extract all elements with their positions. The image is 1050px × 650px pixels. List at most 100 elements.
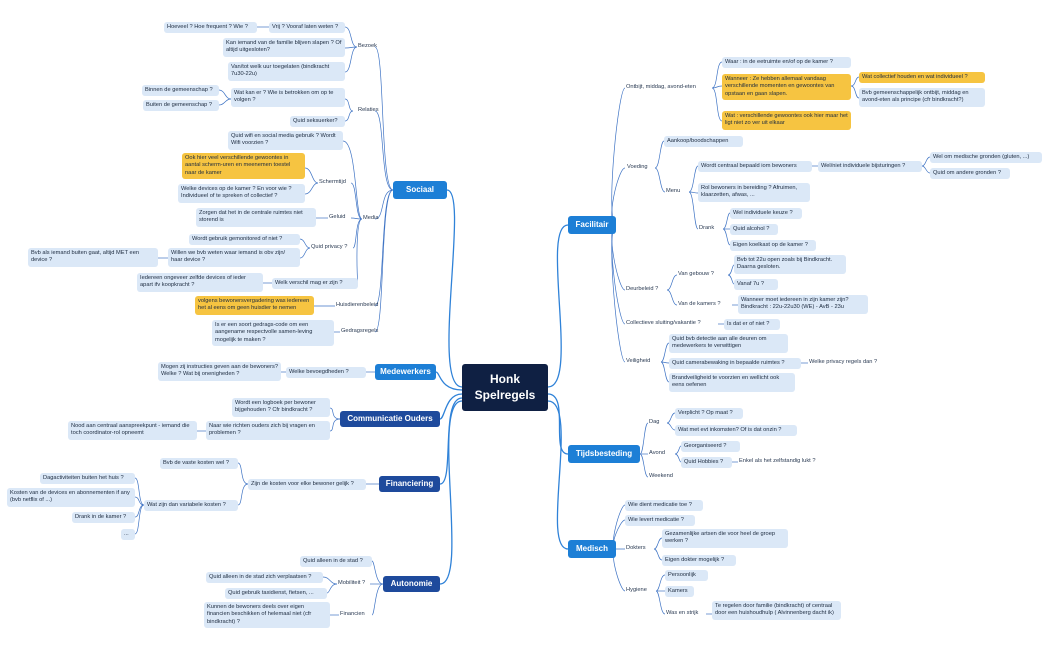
- node-privacy[interactable]: Quid privacy ?: [311, 244, 348, 250]
- node-schermtijd[interactable]: Schermtijd: [319, 179, 346, 185]
- node-gedragsregels[interactable]: Gedragsregels: [341, 328, 379, 334]
- node-camera[interactable]: Quid camerabewaking in bepaalde ruimtes …: [669, 358, 801, 370]
- branch-medewerkers[interactable]: Medewerkers: [375, 364, 436, 380]
- node-mobiliteit[interactable]: Mobiliteit ?: [338, 580, 366, 586]
- branch-financiering[interactable]: Financiering: [379, 476, 440, 492]
- node-vaste[interactable]: Bvb de vaste kosten wel ?: [160, 458, 238, 470]
- node-alcohol[interactable]: Quid alcohol ?: [730, 224, 778, 236]
- node-familie[interactable]: Kan iemand van de familie blijven slapen…: [223, 38, 345, 57]
- node-vantot[interactable]: Van/tot welk uur toegelaten (bindkracht …: [228, 62, 345, 81]
- node-financien[interactable]: Financien: [340, 611, 365, 617]
- node-toe[interactable]: Wie dient medicatie toe ?: [625, 500, 703, 512]
- node-voeding[interactable]: Voeding: [627, 164, 648, 170]
- node-buitengaat[interactable]: Bvb als iemand buiten gaat, altijd MET e…: [28, 248, 158, 267]
- node-storend[interactable]: Zorgen dat het in de centrale ruimtes ni…: [196, 208, 316, 227]
- node-sluiting[interactable]: Collectieve sluiting/vakantie ?: [626, 320, 701, 326]
- node-wifi[interactable]: Quid wifi en social media gebruik ? Word…: [228, 131, 343, 150]
- node-zelfde[interactable]: Iedereen ongeveer zelfde devices of iede…: [137, 273, 263, 292]
- branch-tijdsbesteding[interactable]: Tijdsbesteding: [568, 445, 640, 463]
- node-kamers[interactable]: Kamers: [665, 586, 694, 598]
- node-dokters[interactable]: Dokters: [626, 545, 646, 551]
- node-privacyregels[interactable]: Welke privacy regels dan ?: [809, 359, 878, 365]
- node-aanspreekpunt[interactable]: Nood aan centraal aanspreekpunt - iemand…: [68, 421, 197, 440]
- node-wanneer[interactable]: Wanneer : Ze hebben allemaal vandaag ver…: [722, 74, 851, 100]
- node-watkan[interactable]: Wat kan er ? Wie is betrokken om op te v…: [231, 88, 345, 107]
- node-seks[interactable]: Quid seksuerker?: [290, 116, 345, 128]
- node-media[interactable]: Media: [363, 215, 379, 221]
- node-georganiseerd[interactable]: Georganiseerd ?: [681, 441, 740, 453]
- node-dag[interactable]: Dag: [649, 419, 660, 425]
- node-alleen[interactable]: Quid alleen in de stad ?: [300, 556, 372, 568]
- branch-communicatie-ouders[interactable]: Communicatie Ouders: [340, 411, 440, 427]
- node-vanaf[interactable]: Vanaf 7u ?: [734, 279, 778, 291]
- node-devices-abon[interactable]: Kosten van de devices en abonnementen if…: [7, 488, 135, 507]
- node-rekening[interactable]: Wordt centraal bepaald iom bewoners: [698, 161, 812, 173]
- node-aankoop[interactable]: Aankoop/boodschappen: [664, 136, 743, 148]
- node-buiten[interactable]: Buiten de gemeenschap ?: [143, 100, 219, 112]
- node-brand[interactable]: Brandveiligheid te voorzien en wellicht …: [669, 373, 795, 392]
- node-collectief[interactable]: Wat collectief houden en wat individueel…: [859, 72, 985, 84]
- node-verplicht[interactable]: Verplicht ? Op maat ?: [675, 408, 743, 420]
- node-andere[interactable]: Quid om andere gronden ?: [930, 168, 1010, 180]
- node-rol[interactable]: Rol bewoners in bereiding ? Afruimen, kl…: [698, 183, 810, 202]
- node-persoonlijk[interactable]: Persoonlijk: [665, 570, 708, 582]
- node-wanneermoet[interactable]: Wanneer moet iedereen in zijn kamer zijn…: [738, 295, 868, 314]
- node-relaties[interactable]: Relaties: [358, 107, 379, 113]
- node-gebouw[interactable]: Van gebouw ?: [678, 271, 714, 277]
- node-kamers-deur[interactable]: Van de kamers ?: [678, 301, 721, 307]
- node-dots[interactable]: ...: [121, 529, 135, 541]
- node-hygiene[interactable]: Hygiene: [626, 587, 647, 593]
- node-inkomsten[interactable]: Wat met evt inkomsten? Of is dat onzin ?: [675, 425, 797, 437]
- node-veiligheid[interactable]: Veiligheid: [626, 358, 651, 364]
- node-gemeenschappelijk[interactable]: Bvb gemeenschappelijk ontbijt, middag en…: [859, 88, 985, 107]
- node-bijsturingen[interactable]: Wel/niet individuele bijsturingen ?: [818, 161, 922, 173]
- branch-facilitair[interactable]: Facilitair: [568, 216, 616, 234]
- node-binnen[interactable]: Binnen de gemeenschap ?: [142, 85, 219, 97]
- node-regelen[interactable]: Te regelen door familie (bindkracht) of …: [712, 601, 841, 620]
- branch-sociaal[interactable]: Sociaal: [393, 181, 447, 199]
- node-medische[interactable]: Wel om medische gronden (gluten, ...): [930, 152, 1042, 164]
- node-beschikken[interactable]: Kunnen de bewoners deels over eigen fina…: [204, 602, 330, 628]
- node-instructies[interactable]: Mogen zij instructies geven aan de bewon…: [158, 362, 281, 381]
- node-vrij[interactable]: Vrij ? Vooraf laten weten ?: [269, 22, 345, 34]
- node-devices[interactable]: Welke devices op de kamer ? En voor wie …: [178, 184, 305, 203]
- node-ontbijt[interactable]: Ontbijt, middag, avond-eten: [626, 84, 696, 90]
- node-koelkast[interactable]: Eigen koelkast op de kamer ?: [730, 240, 816, 252]
- node-dagactiviteiten[interactable]: Dagactiviteiten buiten het huis ?: [40, 473, 135, 485]
- node-hoeveel[interactable]: Hoeveel ? Hoe frequent ? Wie ?: [164, 22, 257, 34]
- node-levert[interactable]: Wie levert medicatie ?: [625, 515, 695, 527]
- node-waar[interactable]: Waar : in de eetruimte en/of op de kamer…: [722, 57, 851, 69]
- node-verschil[interactable]: Welk verschil mag er zijn ?: [272, 278, 358, 290]
- node-gemonitored[interactable]: Wordt gebruik gemonitored of niet ?: [189, 234, 300, 246]
- node-huisdieren[interactable]: Huisdierenbeleid: [336, 302, 379, 308]
- node-menu[interactable]: Menu: [666, 188, 681, 194]
- node-zelfstandig[interactable]: Enkel als het zelfstandig lukt ?: [739, 458, 816, 464]
- node-drank[interactable]: Drank in de kamer ?: [72, 512, 135, 524]
- node-deurbeleid[interactable]: Deurbeleid ?: [626, 286, 659, 292]
- node-isdat[interactable]: Is dat er of niet ?: [724, 319, 780, 331]
- node-kosten[interactable]: Zijn de kosten voor elke bewoner gelijk …: [248, 479, 366, 491]
- node-gedragscode[interactable]: Is er een soort gedrags-code om een aang…: [212, 320, 334, 346]
- node-wat[interactable]: Wat : verschillende gewoontes ook hier m…: [722, 111, 851, 130]
- node-weekend[interactable]: Weekend: [649, 473, 673, 479]
- node-bezoek[interactable]: Bezoek: [358, 43, 377, 49]
- node-drank-facilitair[interactable]: Drank: [699, 225, 715, 231]
- node-taxi[interactable]: Quid gebruik taxidienst, fietsen, ...: [225, 588, 327, 600]
- node-verplaatsen[interactable]: Quid alleen in de stad zich verplaatsen …: [206, 572, 323, 584]
- node-avond[interactable]: Avond: [649, 450, 666, 456]
- node-bvbtot[interactable]: Bvb tot 22u open zoals bij Bindkracht. D…: [734, 255, 846, 274]
- node-geluid[interactable]: Geluid: [329, 214, 346, 220]
- node-eigen[interactable]: Eigen dokter mogelijk ?: [662, 555, 736, 567]
- branch-autonomie[interactable]: Autonomie: [383, 576, 440, 592]
- node-was[interactable]: Was en strijk: [666, 610, 699, 616]
- node-bewonersvergadering[interactable]: volgens bewonersvergadering was iedereen…: [195, 296, 314, 315]
- node-keuze[interactable]: Wel individuele keuze ?: [730, 208, 802, 220]
- node-willen[interactable]: Willen we bvb weten waar iemand is obv z…: [168, 248, 300, 267]
- node-variabele[interactable]: Wat zijn dan variabele kosten ?: [144, 500, 238, 512]
- node-gezamenlijke[interactable]: Gezamenlijke artsen die voor heel de gro…: [662, 529, 788, 548]
- central-topic[interactable]: Honk Spelregels: [462, 364, 548, 411]
- node-richten[interactable]: Naar wie richten ouders zich bij vragen …: [206, 421, 330, 440]
- node-logboek[interactable]: Wordt een logboek per bewoner bijgehoude…: [232, 398, 330, 417]
- node-bevoegdheden[interactable]: Welke bevoegdheden ?: [286, 367, 366, 379]
- branch-medisch[interactable]: Medisch: [568, 540, 616, 558]
